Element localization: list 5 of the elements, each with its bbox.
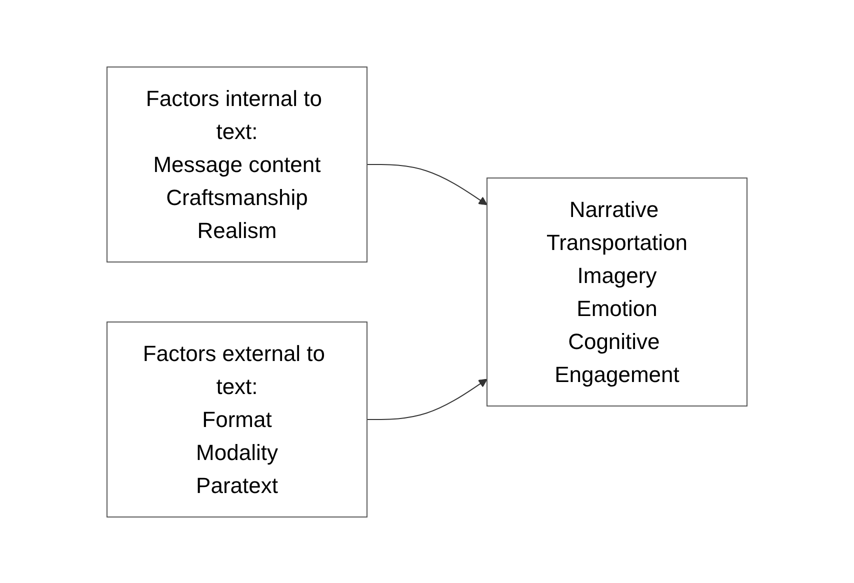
arrow: [366, 378, 488, 420]
arrow: [366, 164, 488, 205]
node-box: Factors internal to text: Message content Craftsmanship Realism: [106, 66, 368, 262]
node-box: Narrative Transportation Imagery Emotion Cognitive Engagement: [486, 177, 748, 406]
node-box: Factors external to text: Format Modality Paratext: [106, 321, 368, 517]
